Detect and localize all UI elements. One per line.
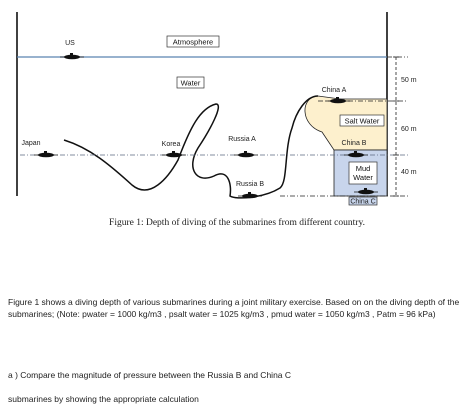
china-c-label-box [348, 196, 378, 206]
us-label: US [65, 40, 75, 47]
question-part-a-line2: submarines by showing the appropriate ca… [8, 394, 199, 404]
submarine-korea [162, 151, 186, 158]
salt-water-label-box [339, 114, 385, 127]
submarine-russia-a [234, 151, 258, 158]
submarine-china-c [354, 188, 378, 195]
mud-water-label-box [348, 161, 378, 185]
depth-40m-label: 40 m [401, 169, 417, 176]
figure-caption: Figure 1: Depth of diving of the submari… [109, 218, 365, 228]
china-a-label: China A [322, 87, 347, 94]
submarine-japan [34, 151, 58, 158]
atmosphere-label-box [166, 35, 220, 48]
japan-label: Japan [21, 140, 40, 147]
water-label-box [176, 76, 205, 89]
russia-b-label: Russia B [236, 181, 264, 188]
question-intro: Figure 1 shows a diving depth of various… [8, 297, 460, 319]
question-part-a-line1: a ) Compare the magnitude of pressure be… [8, 370, 292, 380]
depth-60m-label: 60 m [401, 126, 417, 133]
submarine-china-a [326, 97, 350, 104]
atmosphere-label: Atmosphere [173, 38, 213, 47]
china-c-label: China C [350, 199, 375, 206]
submarine-china-b [344, 151, 368, 158]
seabed-outline [63, 95, 319, 199]
russia-a-label: Russia A [228, 136, 256, 143]
china-b-label: China B [342, 140, 367, 147]
water-label: Water [181, 79, 201, 88]
depth-50m-label: 50 m [401, 77, 417, 84]
korea-label: Korea [162, 141, 181, 148]
salt-water-label: Salt Water [345, 117, 380, 126]
submarine-russia-b [238, 192, 262, 199]
depth-dimension-markers [393, 56, 399, 197]
submarine-us [60, 53, 84, 60]
